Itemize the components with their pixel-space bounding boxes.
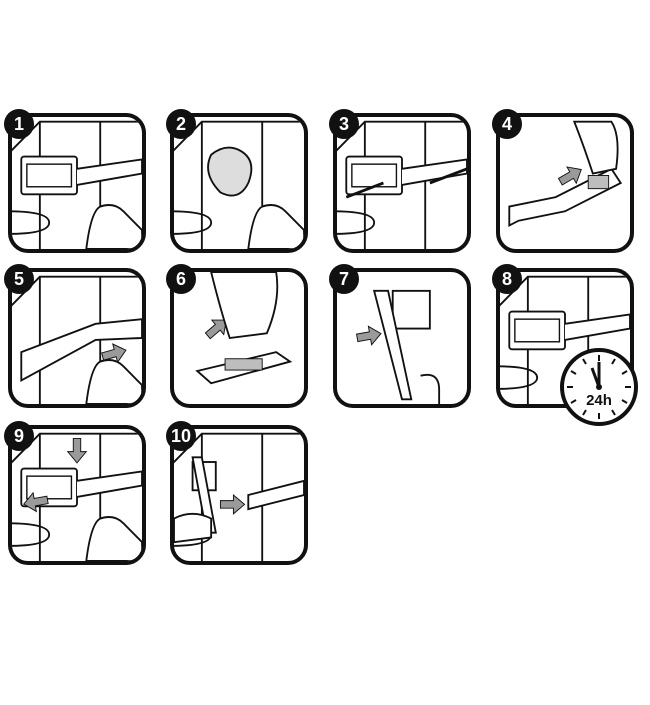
step-panel-1 (8, 113, 146, 253)
step-illustration-icon (12, 432, 142, 561)
step-illustration-icon (174, 432, 304, 561)
step-number-badge: 1 (4, 109, 34, 139)
step-number-badge: 5 (4, 264, 34, 294)
step-number-badge: 9 (4, 421, 34, 451)
clock-face-icon (567, 355, 631, 419)
step-illustration-icon (174, 120, 304, 249)
step-panel-4 (496, 113, 634, 253)
step-panel-3 (333, 113, 471, 253)
step-illustration-icon (12, 275, 142, 404)
step-illustration-icon (356, 289, 441, 404)
step-number-badge: 2 (166, 109, 196, 139)
clock-label: 24h (586, 392, 612, 409)
step-panel-9 (8, 425, 146, 565)
step-panel-2 (170, 113, 308, 253)
step-panel-10 (170, 425, 308, 565)
clock-24h: 24h (560, 348, 638, 426)
step-panel-5 (8, 268, 146, 408)
step-panel-8 (496, 268, 634, 408)
step-number-badge: 6 (166, 264, 196, 294)
step-number-badge: 3 (329, 109, 359, 139)
step-illustration-icon (195, 272, 293, 385)
step-illustration-icon (337, 120, 467, 249)
step-number-badge: 7 (329, 264, 359, 294)
step-illustration-icon (12, 120, 142, 249)
step-number-badge: 10 (166, 421, 196, 451)
step-number-badge: 8 (492, 264, 522, 294)
step-panel-7 (333, 268, 471, 408)
step-panel-6 (170, 268, 308, 408)
step-number-badge: 4 (492, 109, 522, 139)
step-illustration-icon (508, 120, 623, 227)
